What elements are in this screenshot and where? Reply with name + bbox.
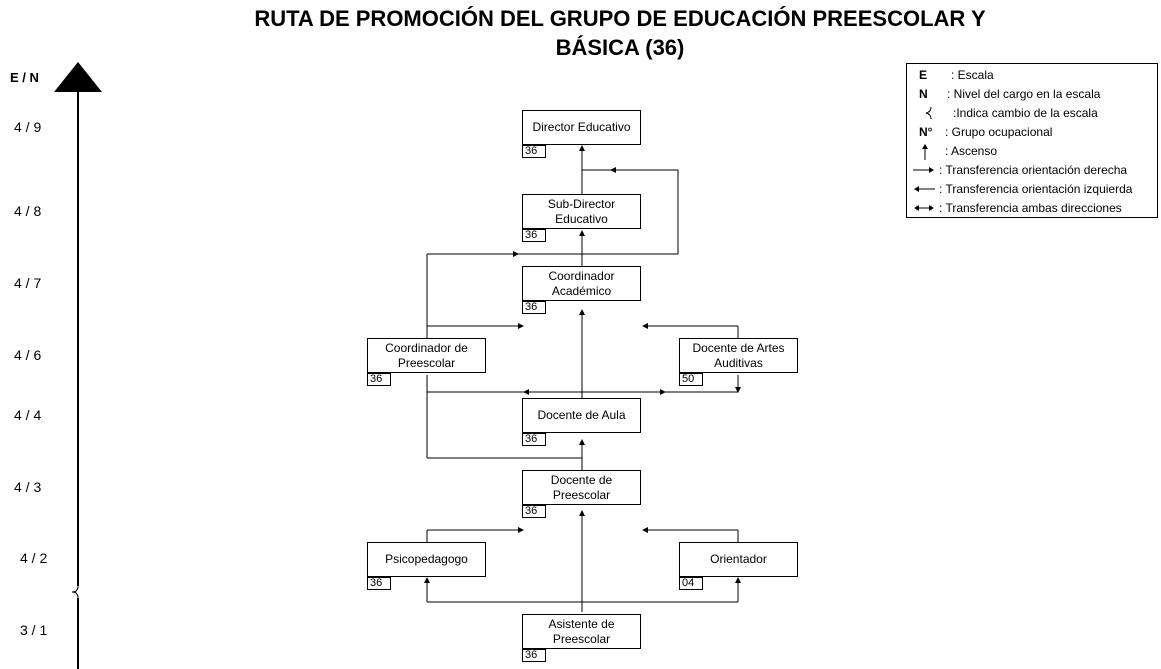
node-psicopedagogo: Psicopedagogo <box>367 542 486 577</box>
level-label: 4 / 9 <box>14 119 42 135</box>
level-label: 4 / 2 <box>20 550 48 566</box>
arrow-up-icon <box>922 144 928 160</box>
node-director-educativo: Director Educativo <box>522 110 641 145</box>
node-label: Sub-Director Educativo <box>547 196 616 226</box>
level-label: 3 / 1 <box>20 622 48 638</box>
legend-item: :Indica cambio de la escala <box>907 104 1159 122</box>
node-asistente-preescolar: Asistente de Preescolar <box>522 614 641 649</box>
group-code: 36 <box>522 229 546 242</box>
node-label: Psicopedagogo <box>385 552 468 566</box>
node-orientador: Orientador <box>679 542 798 577</box>
legend-symbol: E <box>919 68 928 82</box>
group-code: 36 <box>522 301 546 314</box>
group-code: 36 <box>522 505 546 518</box>
legend-symbol: N <box>919 87 928 101</box>
node-label: Docente de Artes Auditivas <box>692 340 785 370</box>
group-code: 50 <box>679 373 703 386</box>
legend-text: : Transferencia ambas direcciones <box>939 201 1122 215</box>
node-sub-director: Sub-Director Educativo <box>522 194 641 229</box>
node-docente-preescolar: Docente de Preescolar <box>522 470 641 505</box>
arrow-right-icon <box>913 167 934 173</box>
arrow-left-icon <box>914 186 935 192</box>
group-code: 36 <box>522 649 546 662</box>
legend-text: :Indica cambio de la escala <box>953 106 1098 120</box>
legend-text: : Nivel del cargo en la escala <box>947 87 1101 101</box>
level-label: 4 / 6 <box>14 347 42 363</box>
group-code: 36 <box>522 145 546 158</box>
legend-item: : Transferencia orientación derecha <box>907 161 1159 179</box>
legend-symbol: N° <box>919 125 933 139</box>
node-coordinador-academico: Coordinador Académico <box>522 266 641 301</box>
legend-item: : Ascenso <box>907 142 1159 160</box>
legend-text: : Escala <box>951 68 994 82</box>
level-label: 4 / 4 <box>14 407 42 423</box>
node-label: Coordinador Académico <box>548 268 615 298</box>
legend-text: : Ascenso <box>945 144 998 158</box>
node-label: Director Educativo <box>532 120 631 134</box>
node-docente-artes-auditivas: Docente de Artes Auditivas <box>679 338 798 373</box>
node-label: Coordinador de Preescolar <box>385 340 468 370</box>
legend-text: : Grupo ocupacional <box>945 125 1053 139</box>
page-title: RUTA DE PROMOCIÓN DEL GRUPO DE EDUCACIÓN… <box>254 6 986 31</box>
node-label: Asistente de Preescolar <box>548 616 615 646</box>
arrow-both-icon <box>914 205 934 211</box>
legend-item: N : Nivel del cargo en la escala <box>907 85 1159 103</box>
legend: E : Escala N : Nivel del cargo en la esc… <box>906 63 1158 218</box>
group-code: 04 <box>679 577 703 590</box>
legend-item: N° : Grupo ocupacional <box>907 123 1159 141</box>
node-coordinador-preescolar: Coordinador de Preescolar <box>367 338 486 373</box>
legend-item: : Transferencia orientación izquierda <box>907 180 1159 198</box>
legend-text: : Transferencia orientación derecha <box>939 163 1128 177</box>
scale-change-icon <box>71 585 79 599</box>
node-docente-aula: Docente de Aula <box>522 398 641 433</box>
scale-change-icon <box>925 107 932 119</box>
legend-item: : Transferencia ambas direcciones <box>907 199 1159 217</box>
group-code: 36 <box>367 577 391 590</box>
node-label: Orientador <box>710 552 767 566</box>
node-label: Docente de Aula <box>537 408 626 422</box>
page-title-line-2: BÁSICA (36) <box>555 35 685 60</box>
legend-item: E : Escala <box>907 66 1159 84</box>
node-label: Docente de Preescolar <box>550 472 613 502</box>
level-label: 4 / 8 <box>14 203 42 219</box>
axis-label: E / N <box>10 70 39 85</box>
group-code: 36 <box>522 433 546 446</box>
legend-text: : Transferencia orientación izquierda <box>939 182 1133 196</box>
level-label: 4 / 3 <box>14 479 42 495</box>
group-code: 36 <box>367 373 391 386</box>
scale-axis-arrow-icon <box>54 62 102 92</box>
level-label: 4 / 7 <box>14 275 42 291</box>
